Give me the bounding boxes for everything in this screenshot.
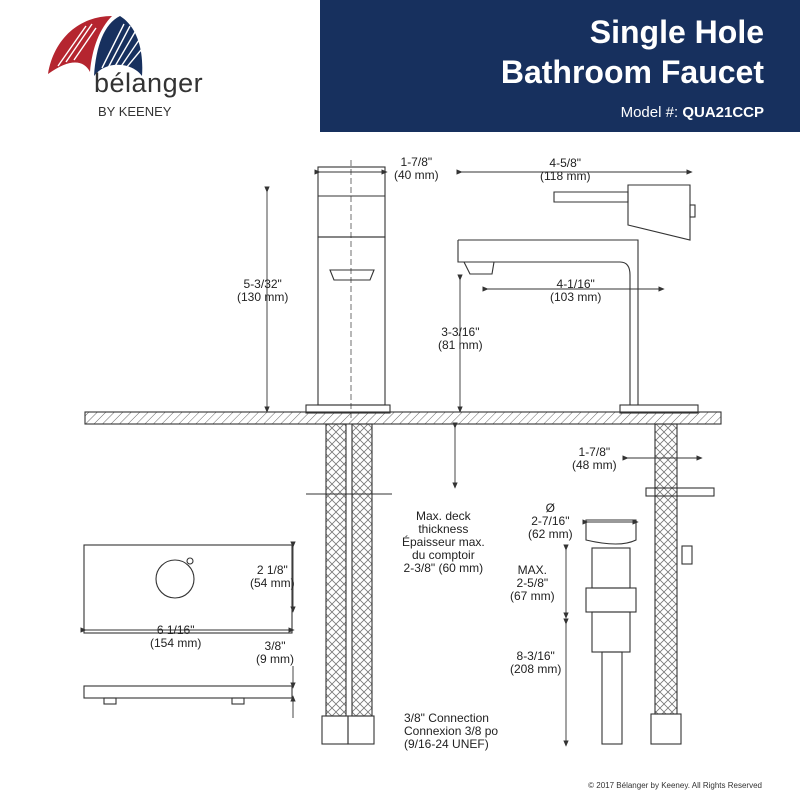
dim-plate-thickness: 3/8"(9 mm)	[256, 639, 294, 666]
brand-name: bélanger	[94, 68, 204, 98]
belanger-logo-icon	[48, 16, 143, 76]
model-number: Model #: QUA21CCP	[621, 104, 764, 121]
faucet-side-view	[305, 160, 391, 420]
faucet-front-view	[457, 184, 699, 414]
dim-drain-max: MAX.2-5/8"(67 mm)	[510, 563, 555, 603]
product-title-line1: Single Hole	[589, 14, 764, 50]
brand-sub: BY KEENEY	[98, 104, 172, 119]
dim-shank: 1-7/8"(48 mm)	[572, 445, 617, 472]
dim-plate-height: 2 1/8"(54 mm)	[250, 563, 295, 590]
supply-hoses	[306, 423, 715, 745]
dimension-lines	[80, 169, 703, 747]
product-title-line2: Bathroom Faucet	[500, 54, 764, 90]
countertop	[84, 411, 722, 425]
copyright-notice: © 2017 Bélanger by Keeney. All Rights Re…	[588, 781, 762, 790]
model-value: QUA21CCP	[682, 104, 764, 121]
drain-assembly	[585, 519, 637, 745]
dim-reach: 4-5/8"(118 mm)	[540, 156, 591, 183]
dim-base-width: 1-7/8"(40 mm)	[394, 155, 439, 182]
dim-faucet-height: 5-3/32"(130 mm)	[237, 277, 289, 304]
model-label: Model #:	[620, 104, 679, 121]
header-banner: Single Hole Bathroom Faucet Model #: QUA…	[320, 0, 800, 132]
dim-plate-width: 6 1/16"(154 mm)	[150, 623, 202, 650]
dim-drain-length: 8-3/16"(208 mm)	[510, 649, 562, 676]
dim-spout-reach: 4-1/16"(103 mm)	[550, 277, 602, 304]
dim-spout-height: 3-3/16"(81 mm)	[438, 325, 483, 352]
